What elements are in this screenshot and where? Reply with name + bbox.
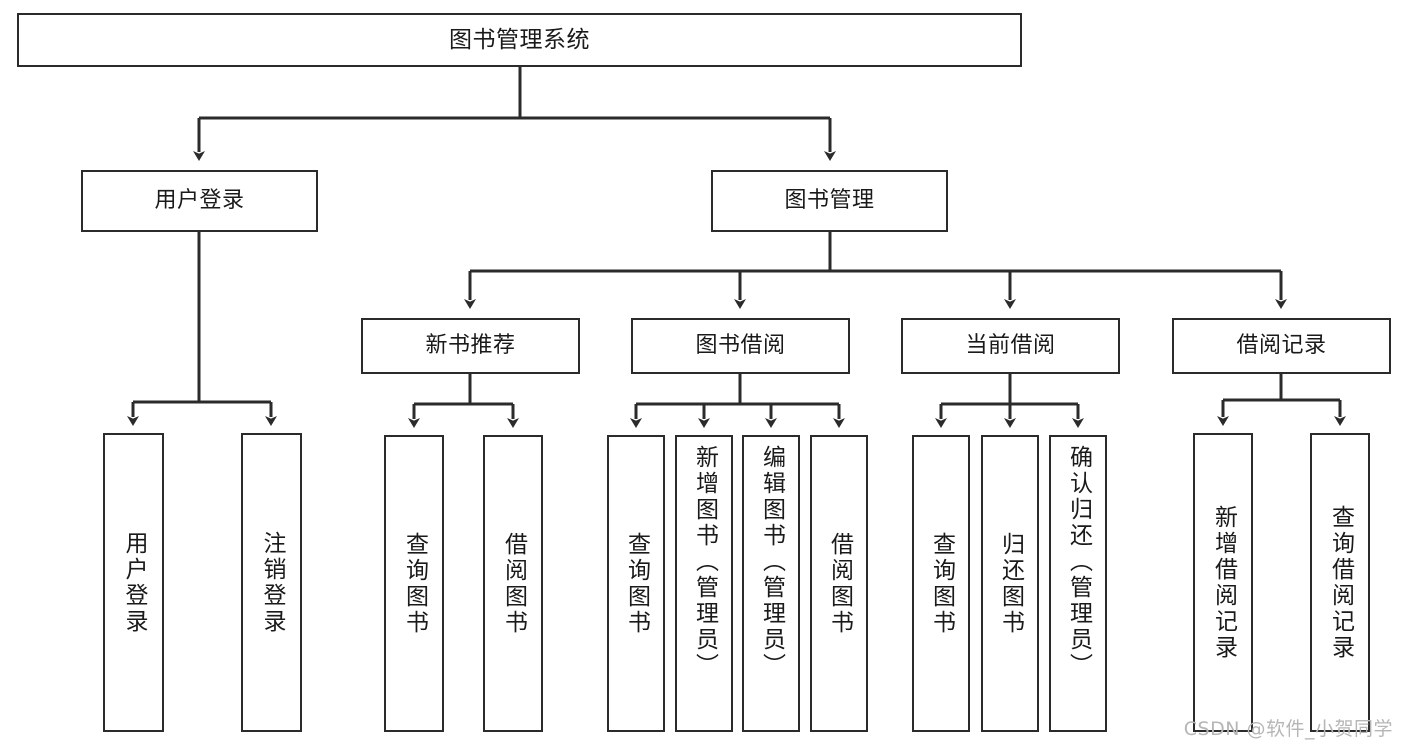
node-label: 当前借阅 bbox=[965, 333, 1056, 359]
node-new-book-recommend[interactable]: 新书推荐 bbox=[361, 318, 580, 374]
node-label: 查询借阅记录 bbox=[1327, 504, 1354, 661]
node-label: 图书管理系统 bbox=[449, 26, 590, 53]
node-label: 新增借阅记录 bbox=[1210, 504, 1237, 661]
leaf-book-borrow-query-book[interactable]: 查询图书 bbox=[607, 435, 665, 732]
node-borrow-record[interactable]: 借阅记录 bbox=[1172, 318, 1391, 374]
node-current-borrow[interactable]: 当前借阅 bbox=[901, 318, 1120, 374]
leaf-book-borrow-borrow-book[interactable]: 借阅图书 bbox=[810, 435, 868, 732]
node-label: 用户登录 bbox=[121, 530, 147, 635]
leaf-user-login-signout[interactable]: 注销登录 bbox=[241, 433, 302, 732]
node-label: 确认归还（管理员） bbox=[1065, 445, 1092, 679]
leaf-book-borrow-edit-book-admin[interactable]: 编辑图书（管理员） bbox=[742, 435, 800, 732]
node-book-management[interactable]: 图书管理 bbox=[711, 170, 948, 232]
node-label: 查询图书 bbox=[928, 531, 955, 636]
leaf-new-book-query-book[interactable]: 查询图书 bbox=[384, 435, 444, 732]
leaf-borrow-record-add-record[interactable]: 新增借阅记录 bbox=[1193, 433, 1253, 732]
node-label: 新书推荐 bbox=[425, 333, 516, 359]
node-label: 注销登录 bbox=[259, 530, 285, 635]
leaf-borrow-record-query-record[interactable]: 查询借阅记录 bbox=[1310, 433, 1370, 732]
leaf-current-borrow-return-book[interactable]: 归还图书 bbox=[981, 435, 1039, 732]
node-book-borrow[interactable]: 图书借阅 bbox=[631, 318, 850, 374]
node-label: 借阅图书 bbox=[500, 531, 527, 636]
node-label: 查询图书 bbox=[623, 531, 650, 636]
node-label: 借阅图书 bbox=[826, 531, 853, 636]
node-label: 图书管理 bbox=[784, 188, 875, 214]
node-root-book-management-system[interactable]: 图书管理系统 bbox=[17, 13, 1022, 67]
node-label: 借阅记录 bbox=[1236, 333, 1327, 359]
leaf-current-borrow-confirm-return-admin[interactable]: 确认归还（管理员） bbox=[1049, 435, 1107, 732]
node-label: 图书借阅 bbox=[695, 333, 786, 359]
leaf-new-book-borrow-book[interactable]: 借阅图书 bbox=[483, 435, 543, 732]
watermark-text: CSDN @软件_小贺同学 bbox=[1183, 718, 1393, 740]
node-user-login[interactable]: 用户登录 bbox=[81, 170, 318, 232]
leaf-current-borrow-query-book[interactable]: 查询图书 bbox=[912, 435, 970, 732]
leaf-user-login-signin[interactable]: 用户登录 bbox=[103, 433, 164, 732]
node-label: 归还图书 bbox=[997, 531, 1024, 636]
leaf-book-borrow-add-book-admin[interactable]: 新增图书（管理员） bbox=[675, 435, 733, 732]
node-label: 编辑图书（管理员） bbox=[758, 445, 785, 679]
node-label: 新增图书（管理员） bbox=[691, 445, 718, 679]
node-label: 用户登录 bbox=[154, 188, 245, 214]
node-label: 查询图书 bbox=[401, 531, 428, 636]
